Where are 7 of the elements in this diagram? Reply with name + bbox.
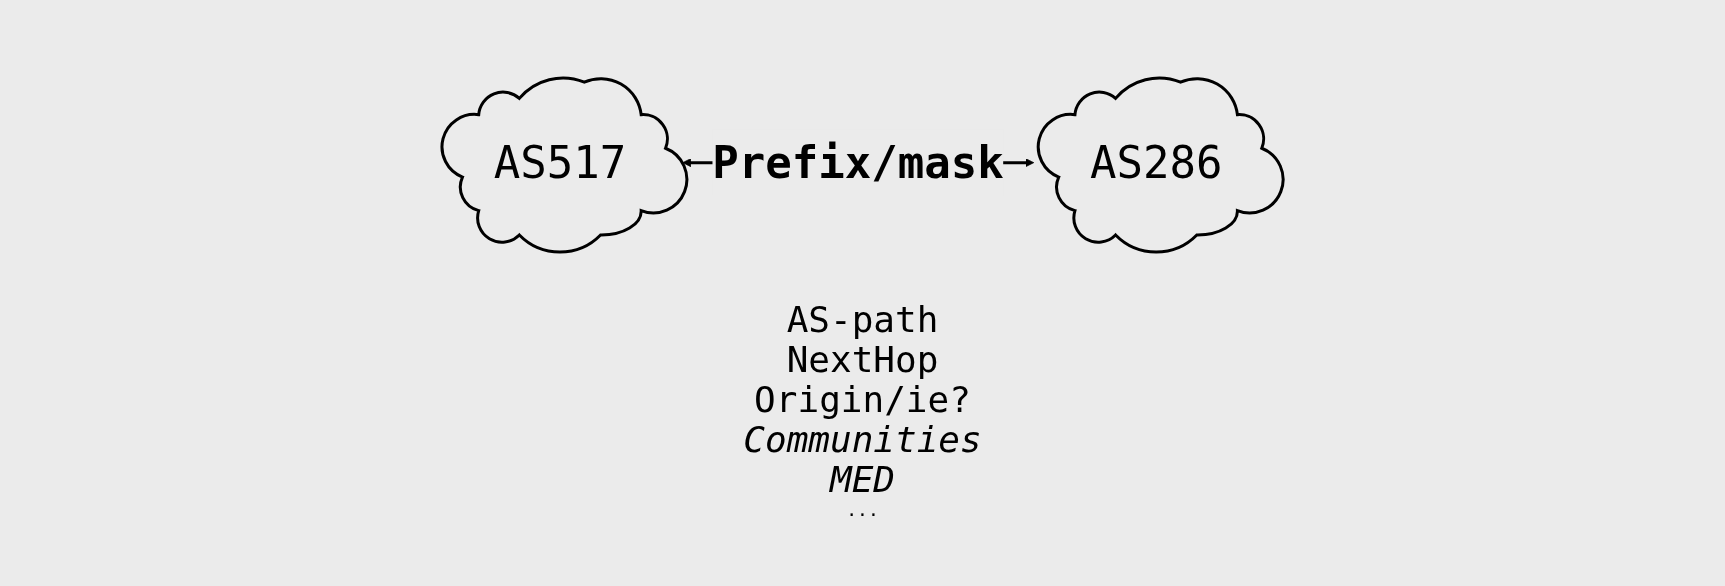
edge-label: Prefix/mask <box>712 136 1004 188</box>
attribute-text: Origin/ie? <box>754 380 971 420</box>
attribute-text: AS-path <box>786 300 939 340</box>
attribute-text: Communities <box>743 420 982 460</box>
attribute-text: MED <box>829 460 895 500</box>
attribute-text: NextHop <box>786 340 939 380</box>
attribute-text: ... <box>846 500 879 520</box>
